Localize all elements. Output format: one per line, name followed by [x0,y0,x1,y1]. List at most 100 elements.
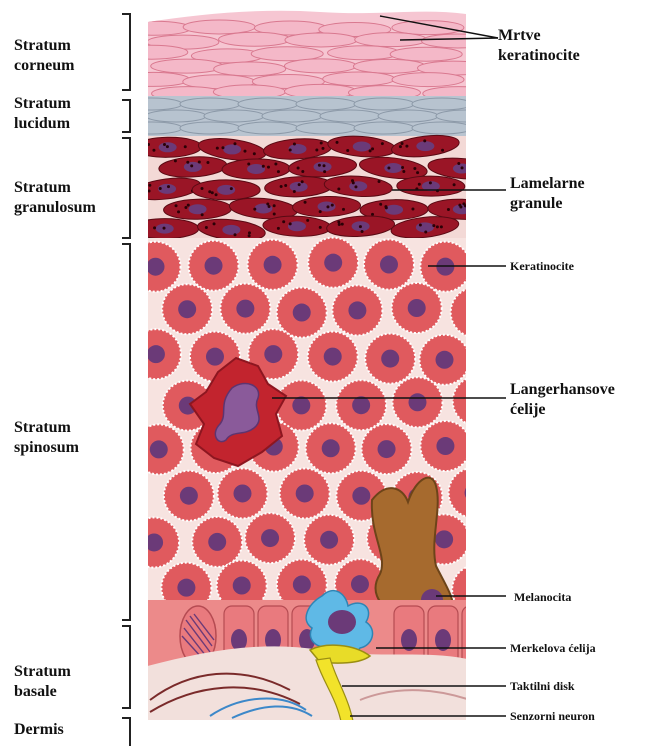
layer-label-basale: Stratum basale [14,662,71,702]
keratinocyte-nucleus [467,303,485,321]
lamellar-granule-dot [297,166,300,169]
lamellar-granule-dot [320,142,323,145]
keratinocyte-cell [449,468,499,518]
lamellar-granule-dot [323,164,326,167]
keratinocyte-nucleus [296,484,314,502]
keratinocyte-nucleus [292,396,310,414]
lamellar-granule-dot [301,170,304,173]
callout-melanocyte-line1: Melanocita [514,590,571,604]
callout-tactile-disc-line1: Taktilni disk [510,679,575,693]
lamellar-granule-dot [432,224,435,227]
granular-cell-nucleus [222,225,240,235]
corneum-scale [214,62,286,76]
keratinocyte-nucleus [178,300,196,318]
layer-granulosum-line2: granulosum [14,199,96,216]
dermis-region [140,646,480,730]
lamellar-granule-dot [147,143,150,146]
callout-lamellar-granules-line1: Lamelarne [510,175,585,192]
callout-keratinocytes-line1: Keratinocite [510,259,574,273]
lamellar-granule-dot [215,193,218,196]
lamellar-granule-dot [461,166,464,169]
lamellar-granule-dot [190,164,193,167]
keratinocyte-cell [451,287,501,337]
keratinocyte-nucleus [180,487,198,505]
layer-basale-line2: basale [14,683,57,700]
keratinocyte-nucleus [435,530,453,548]
lamellar-granule-dot [387,166,390,169]
layer-dermis-line1: Dermis [14,721,64,738]
granular-cell-nucleus [314,162,332,172]
lamellar-granule-dot [163,143,166,146]
keratinocyte-nucleus [324,348,342,366]
lamellar-granule-dot [142,221,145,224]
lucidum-cell [436,110,496,122]
lamellar-granule-dot [378,180,381,183]
keratinocyte-nucleus [320,531,338,549]
keratinocyte-nucleus [150,440,168,458]
keratinocyte-nucleus [147,258,165,276]
lamellar-granule-dot [213,222,216,225]
callout-langerhans-line1: Langerhansove [510,381,615,398]
lamellar-granule-dot [184,145,187,148]
lamellar-granule-dot [342,208,345,211]
lamellar-granule-dot [186,161,189,164]
keratinocyte-nucleus [208,533,226,551]
lamellar-granule-dot [429,181,432,184]
lamellar-granule-dot [205,226,208,229]
callout-sensory-neuron: Senzorni neuron [510,709,595,724]
keratinocyte-nucleus [469,392,487,410]
callout-langerhans: Langerhansove ćelije [510,380,615,420]
keratinocyte-nucleus [408,393,426,411]
lamellar-granule-dot [411,207,414,210]
bracket-lucidum [122,100,130,132]
lamellar-granule-dot [273,213,276,216]
lamellar-granule-dot [338,223,341,226]
lamellar-granule-dot [166,145,169,148]
lamellar-granule-dot [464,204,467,207]
lucidum-cell [238,122,298,134]
lamellar-granule-dot [177,210,180,213]
lamellar-granule-dot [401,166,404,169]
granular-cell-nucleus [384,163,402,173]
lamellar-granule-dot [301,180,304,183]
lamellar-granule-dot [405,145,408,148]
lamellar-granule-dot [318,164,321,167]
lamellar-granule-dot [247,162,250,165]
lamellar-granule-dot [216,147,219,150]
lamellar-granule-dot [277,227,280,230]
lamellar-granule-dot [459,205,462,208]
lamellar-granule-dot [337,187,340,190]
lamellar-granule-dot [187,204,190,207]
lamellar-granule-dot [198,160,201,163]
lamellar-granule-dot [289,222,292,225]
lamellar-granule-dot [221,146,224,149]
lucidum-cell [320,110,380,122]
lamellar-granule-dot [359,225,362,228]
corneum-scale [390,47,462,61]
keratinocyte-nucleus [177,579,195,597]
lamellar-granule-dot [337,220,340,223]
lamellar-granule-dot [273,204,276,207]
lamellar-granule-dot [142,222,145,225]
lucidum-cell [238,98,298,110]
lamellar-granule-dot [137,229,140,232]
corneum-scale [323,72,395,86]
keratinocyte-nucleus [206,348,224,366]
lucidum-cell [296,98,356,110]
layer-basale-line1: Stratum [14,663,71,680]
keratinocyte-nucleus [264,256,282,274]
callout-tactile-disc: Taktilni disk [510,679,575,694]
corneum-scale [353,59,425,73]
keratinocyte-nucleus [322,439,340,457]
lamellar-granule-dot [473,170,476,173]
corneum-scale [151,59,223,73]
lamellar-granule-dot [211,191,214,194]
layer-lucidum-line1: Stratum [14,95,71,112]
lucidum-cell [204,110,264,122]
lucidum-cell [296,122,356,134]
keratinocyte-nucleus [465,484,483,502]
lucidum-cell [412,122,472,134]
lamellar-granule-dot [369,149,372,152]
keratinocyte-nucleus [233,577,251,595]
